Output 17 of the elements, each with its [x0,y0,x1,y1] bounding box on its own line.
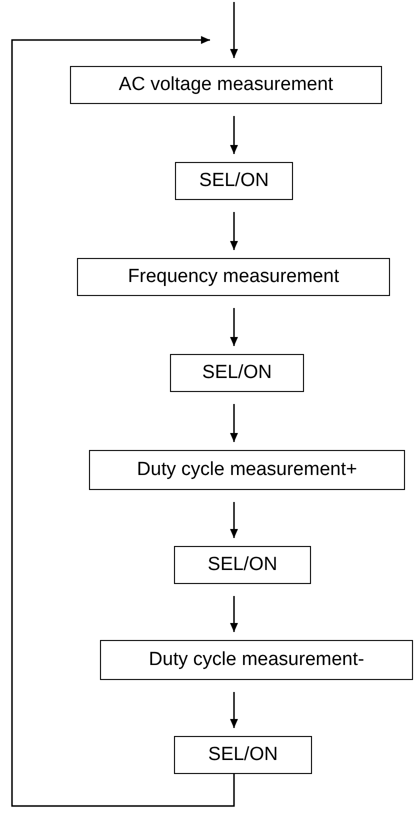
arrow [230,308,238,346]
arrow [11,36,235,807]
process-box: SEL/ON [175,162,293,200]
process-box: Duty cycle measurement+ [89,450,405,490]
process-box: Duty cycle measurement- [100,640,413,680]
process-box: AC voltage measurement [70,66,382,104]
arrow [230,212,238,250]
arrow [230,596,238,632]
process-box: SEL/ON [174,736,312,774]
process-box: Frequency measurement [77,258,390,296]
process-box: SEL/ON [170,354,304,392]
arrow [230,692,238,728]
arrow [230,404,238,442]
arrow [230,2,238,58]
arrow [230,502,238,538]
arrow [230,116,238,154]
process-box: SEL/ON [174,546,311,584]
